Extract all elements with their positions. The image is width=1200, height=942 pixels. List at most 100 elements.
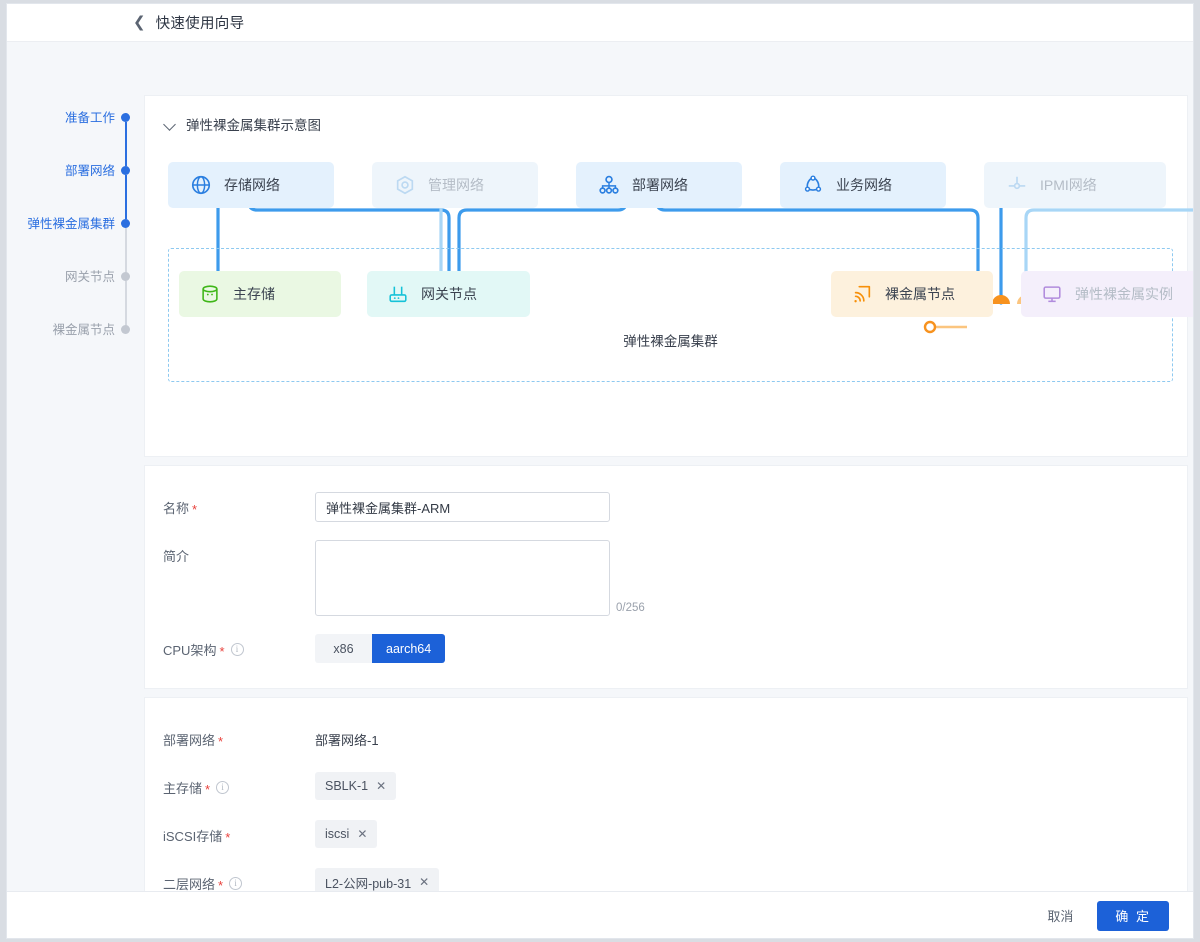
- close-icon[interactable]: ✕: [357, 827, 368, 841]
- sidebar-step-bare-metal-node[interactable]: 裸金属节点: [7, 316, 137, 369]
- node-box-label: 网关节点: [421, 286, 477, 302]
- hexagon-icon: [396, 175, 414, 195]
- diagram-stage: 存储网络 管理网络: [145, 140, 1193, 458]
- name-input[interactable]: [315, 492, 610, 522]
- field-label-iscsi-storage: iSCSI存储 *: [163, 829, 231, 845]
- field-label-deploy-network: 部署网络 *: [163, 733, 224, 749]
- network-box-business[interactable]: 业务网络: [780, 162, 946, 208]
- step-dot-icon: [121, 272, 130, 281]
- field-label-description: 简介: [163, 549, 190, 564]
- footer-bar: 取消 确 定: [7, 891, 1193, 938]
- node-box-gateway[interactable]: 网关节点: [367, 271, 530, 317]
- signal-icon: [854, 285, 871, 303]
- step-dot-icon: [121, 113, 130, 122]
- field-row-primary-storage: 主存储 * i SBLK-1 ✕: [145, 772, 1187, 802]
- network-box-label: IPMI网络: [1040, 177, 1097, 193]
- cpu-arch-segmented-control: x86 aarch64: [315, 634, 446, 663]
- cluster-label: 弹性裸金属集群: [623, 334, 718, 349]
- tag-label: SBLK-1: [325, 779, 369, 793]
- app-window: ❮ 快速使用向导 准备工作 部署网络 弹性裸金属集群 网关节点: [6, 3, 1194, 939]
- monitor-icon: [1043, 286, 1061, 303]
- chevron-down-icon: [163, 117, 177, 131]
- cancel-button[interactable]: 取消: [1037, 900, 1083, 931]
- confirm-button[interactable]: 确 定: [1097, 900, 1169, 931]
- cluster-region: 主存储 网关节点: [168, 248, 1193, 382]
- network-box-deploy[interactable]: 部署网络: [576, 162, 742, 208]
- network-box-management[interactable]: 管理网络: [372, 162, 538, 208]
- field-label-l2-network: 二层网络 * i: [145, 868, 315, 893]
- sitemap-icon: [599, 175, 619, 194]
- page-body: 准备工作 部署网络 弹性裸金属集群 网关节点 裸金属节点: [7, 42, 1193, 938]
- field-row-deploy-network: 部署网络 * 部署网络-1: [145, 724, 1187, 754]
- sidebar-step-prepare[interactable]: 准备工作: [7, 104, 137, 166]
- field-row-description: 简介 0/256: [145, 540, 1187, 616]
- required-marker: *: [218, 734, 224, 749]
- router-icon: [389, 286, 407, 303]
- network-box-label: 管理网络: [428, 177, 484, 193]
- diagram-collapse-toggle[interactable]: 弹性裸金属集群示意图: [145, 96, 1187, 134]
- step-label: 部署网络: [64, 164, 115, 178]
- tag-label: iscsi: [325, 827, 350, 841]
- back-chevron-left-icon[interactable]: ❮: [133, 14, 146, 31]
- iscsi-storage-tag[interactable]: iscsi ✕: [315, 820, 378, 848]
- step-label: 网关节点: [64, 270, 115, 284]
- step-connector: [124, 175, 127, 219]
- step-connector: [124, 228, 127, 272]
- basic-info-card: 名称 * 简介 0/256: [144, 465, 1188, 689]
- node-box-label: 弹性裸金属实例: [1075, 286, 1173, 302]
- network-config-card: 部署网络 * 部署网络-1 主存储 * i SBLK-1: [144, 697, 1188, 923]
- primary-storage-tag[interactable]: SBLK-1 ✕: [315, 772, 397, 800]
- step-dot-icon: [121, 219, 130, 228]
- info-icon[interactable]: i: [229, 877, 243, 890]
- field-label-primary-storage: 主存储 * i: [145, 772, 315, 797]
- step-connector: [124, 281, 127, 325]
- required-marker: *: [192, 502, 198, 517]
- network-box-storage[interactable]: 存储网络: [168, 162, 334, 208]
- step-dot-icon: [121, 325, 130, 334]
- cpu-arch-option-aarch64[interactable]: aarch64: [372, 634, 446, 663]
- content-column: 弹性裸金属集群示意图: [144, 42, 1193, 923]
- triangle-node-icon: [804, 175, 822, 192]
- node-box-label: 主存储: [233, 286, 275, 302]
- info-icon[interactable]: i: [216, 781, 230, 794]
- junction-icon: [1008, 176, 1026, 190]
- required-marker: *: [218, 878, 224, 893]
- sidebar-step-gateway-node[interactable]: 网关节点: [7, 263, 137, 325]
- close-icon[interactable]: ✕: [419, 875, 430, 889]
- diagram-card: 弹性裸金属集群示意图: [144, 95, 1193, 458]
- node-box-label: 裸金属节点: [885, 286, 955, 302]
- step-label: 裸金属节点: [52, 323, 115, 337]
- step-label: 弹性裸金属集群: [27, 217, 115, 231]
- step-connector: [124, 122, 127, 166]
- node-box-elastic-instance[interactable]: 弹性裸金属实例: [1021, 271, 1193, 317]
- wizard-steps: 准备工作 部署网络 弹性裸金属集群 网关节点 裸金属节点: [7, 42, 137, 938]
- network-box-label: 业务网络: [836, 177, 892, 193]
- cpu-arch-option-x86[interactable]: x86: [315, 634, 372, 663]
- description-textarea[interactable]: [315, 540, 610, 616]
- field-row-iscsi-storage: iSCSI存储 * iscsi ✕: [145, 820, 1187, 850]
- page-header: ❮ 快速使用向导: [7, 4, 1193, 42]
- info-icon[interactable]: i: [230, 643, 244, 656]
- sidebar-step-bare-metal-cluster[interactable]: 弹性裸金属集群: [7, 210, 137, 272]
- database-icon: [202, 285, 218, 303]
- network-box-label: 存储网络: [224, 177, 280, 193]
- close-icon[interactable]: ✕: [376, 779, 387, 793]
- network-box-label: 部署网络: [632, 177, 688, 193]
- node-box-primary-storage[interactable]: 主存储: [179, 271, 341, 317]
- required-marker: *: [219, 644, 225, 659]
- char-counter: 0/256: [616, 602, 645, 614]
- field-label-name: 名称 *: [163, 501, 198, 517]
- globe-icon: [191, 175, 211, 195]
- field-row-name: 名称 *: [145, 492, 1187, 522]
- step-label: 准备工作: [64, 111, 115, 125]
- field-label-cpu-arch: CPU架构 * i: [145, 634, 315, 659]
- tag-label: L2-公网-pub-31: [325, 876, 412, 891]
- deploy-network-value: 部署网络-1: [315, 733, 379, 748]
- step-dot-icon: [121, 166, 130, 175]
- page-title: 快速使用向导: [155, 16, 245, 32]
- node-box-bare-metal[interactable]: 裸金属节点: [831, 271, 993, 317]
- field-row-cpu-arch: CPU架构 * i x86 aarch64: [145, 634, 1187, 664]
- network-box-ipmi[interactable]: IPMI网络: [984, 162, 1166, 208]
- sidebar-step-deploy-network[interactable]: 部署网络: [7, 157, 137, 219]
- diagram-title: 弹性裸金属集群示意图: [186, 118, 321, 133]
